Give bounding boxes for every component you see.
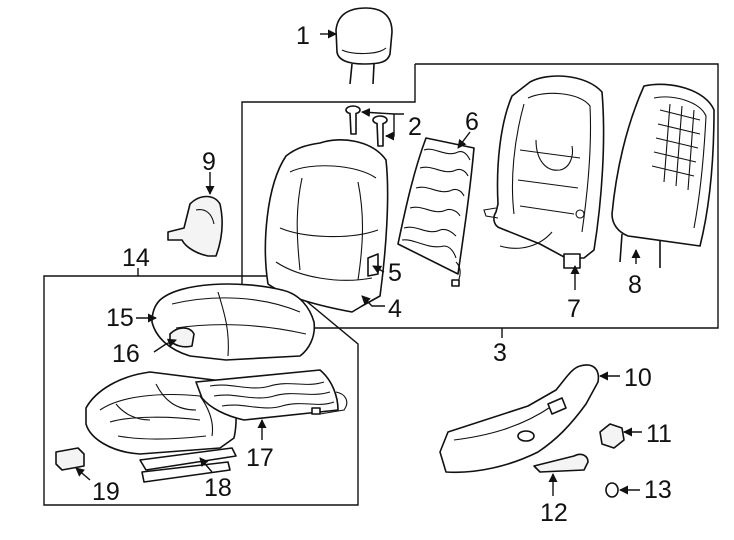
callout-13: 13 xyxy=(644,476,672,504)
lever-part xyxy=(533,453,589,473)
callout-14: 14 xyxy=(122,244,150,272)
leader-lines xyxy=(75,29,642,496)
callout-5: 5 xyxy=(388,259,402,287)
callout-17: 17 xyxy=(246,444,274,472)
side-cover-part xyxy=(167,195,223,257)
callout-numbers: 1 2 3 4 5 6 7 8 9 10 11 12 13 14 15 16 1… xyxy=(92,22,672,527)
callout-15: 15 xyxy=(106,304,134,332)
seatback-cover-part xyxy=(264,139,389,313)
cap-part xyxy=(605,482,619,498)
callout-19: 19 xyxy=(92,478,120,506)
clip-part xyxy=(367,253,379,277)
callout-1: 1 xyxy=(296,22,310,50)
callout-3: 3 xyxy=(493,339,507,367)
knob-part xyxy=(599,423,625,449)
callout-2: 2 xyxy=(408,113,422,141)
callout-9: 9 xyxy=(202,148,216,176)
callout-4: 4 xyxy=(388,295,402,323)
cushion-assembly-frame xyxy=(43,275,359,506)
cushion-cover-part xyxy=(151,283,316,361)
seatback-frame-part xyxy=(483,75,605,269)
callout-8: 8 xyxy=(628,271,642,299)
headrest-part xyxy=(335,7,393,85)
callout-12: 12 xyxy=(540,499,568,527)
callout-7: 7 xyxy=(567,295,581,323)
lumbar-support-part xyxy=(397,137,475,287)
callout-11: 11 xyxy=(646,420,672,448)
cushion-mat-part xyxy=(195,369,348,421)
bracket-part xyxy=(55,447,85,471)
callout-18: 18 xyxy=(204,474,232,502)
seatback-panel-part xyxy=(611,83,715,268)
callout-6: 6 xyxy=(465,108,479,136)
callout-16: 16 xyxy=(112,340,140,368)
headrest-guide-part xyxy=(345,105,388,147)
callout-10: 10 xyxy=(624,364,652,392)
side-shield-part xyxy=(439,364,600,474)
